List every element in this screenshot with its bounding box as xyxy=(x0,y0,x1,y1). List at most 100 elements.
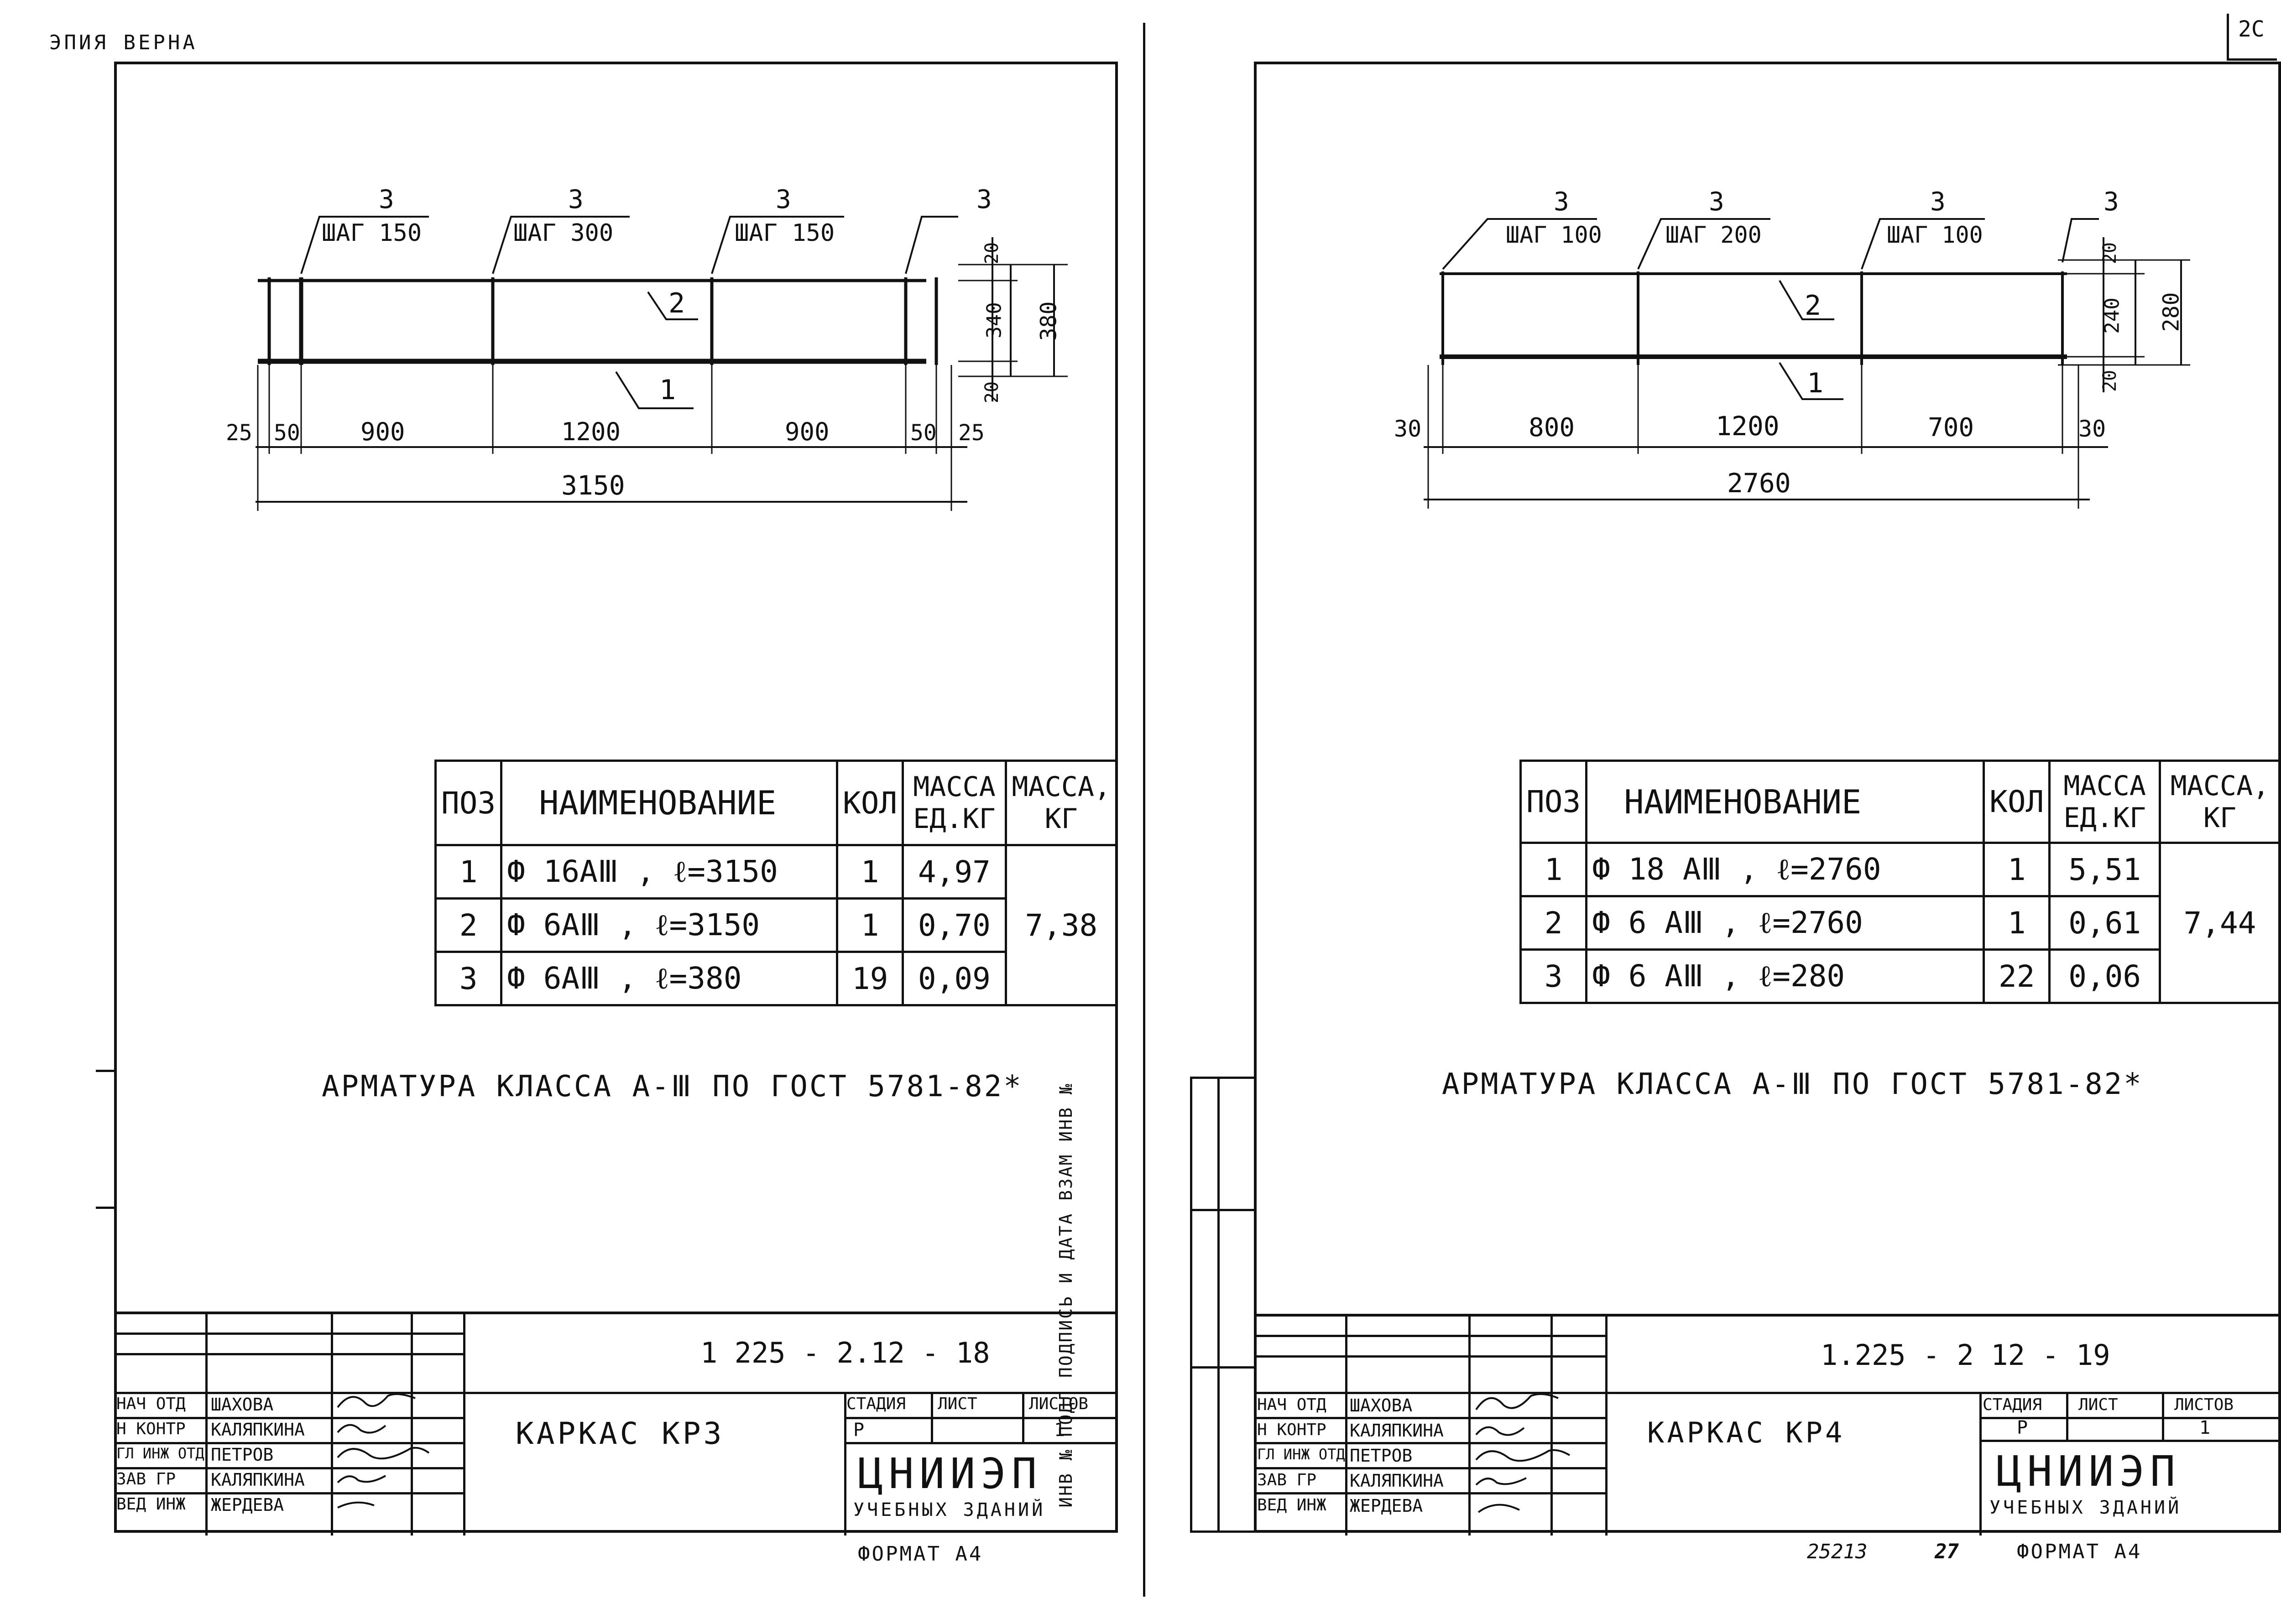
right-role-3: ГЛ ИНЖ ОТД xyxy=(1257,1446,1345,1463)
left-spec-table: ПОЗ НАИМЕНОВАНИЕ КОЛ МАССА ЕД.КГ МАССА, … xyxy=(434,760,1118,1006)
spec-total-mass: 7,38 xyxy=(1004,844,1118,1006)
right-stage-value: Р xyxy=(2017,1417,2028,1438)
spec-name: Ф 16АⅢ , ℓ=3150 xyxy=(500,844,838,900)
left-org-sub: УЧЕБНЫХ ЗДАНИЙ xyxy=(853,1499,1046,1520)
left-format-label: ФОРМАТ А4 xyxy=(858,1542,983,1566)
left-dim-b-3: 900 xyxy=(360,417,405,446)
right-total-length: 2760 xyxy=(1727,468,1791,499)
spec-name: Ф 6 АⅢ , ℓ=280 xyxy=(1585,948,1985,1004)
col-mass: МАССА, КГ xyxy=(2158,760,2281,844)
right-stirrup-4-num: 3 xyxy=(2104,187,2119,217)
col-qty: КОЛ xyxy=(1983,760,2051,844)
right-name-2: КАЛЯПКИНА xyxy=(1350,1421,1444,1441)
left-doc-code: 1 225 - 2.12 - 18 xyxy=(700,1336,990,1369)
spec-unit-mass: 5,51 xyxy=(2048,842,2161,897)
left-dim-b-4: 1200 xyxy=(561,417,621,446)
right-col-sheet: ЛИСТ xyxy=(2078,1395,2118,1414)
right-stirrup-3-num: 3 xyxy=(1930,187,1946,217)
left-stirrup-2-step: ШАГ 300 xyxy=(513,219,614,247)
right-stirrup-3-step: ШАГ 100 xyxy=(1887,222,1983,248)
left-col-sheet: ЛИСТ xyxy=(938,1395,977,1413)
right-org-name: ЦНИИЭП xyxy=(1996,1447,2181,1496)
right-stirrup-2-step: ШАГ 200 xyxy=(1665,222,1762,248)
right-pos-1-label: 1 xyxy=(1807,367,1824,399)
right-stirrup-1-step: ШАГ 100 xyxy=(1506,222,1602,248)
stamp-copy-correct: ЭПИЯ ВЕРНА xyxy=(49,31,198,54)
spec-row: 3 Ф 6АⅢ , ℓ=380 19 0,09 xyxy=(434,951,1117,1006)
spec-name: Ф 6АⅢ , ℓ=380 xyxy=(500,951,838,1006)
right-order-number: 25213 xyxy=(1807,1540,1868,1563)
right-name-1: ШАХОВА xyxy=(1350,1395,1413,1416)
left-stirrup-3-num: 3 xyxy=(776,185,791,214)
col-qty: КОЛ xyxy=(835,760,904,846)
left-role-5: ВЕД ИНЖ xyxy=(116,1495,186,1514)
left-sheet-title: КАРКАС КРЗ xyxy=(516,1416,725,1451)
col-mass: МАССА, КГ xyxy=(1004,760,1118,846)
left-org-name: ЦНИИЭП xyxy=(858,1449,1043,1498)
page-number: 2С xyxy=(2238,16,2265,42)
spec-pos: 2 xyxy=(1519,895,1588,951)
spec-unit-mass: 0,09 xyxy=(902,951,1007,1006)
spec-unit-mass: 0,61 xyxy=(2048,895,2161,951)
spec-pos: 3 xyxy=(434,951,503,1006)
spec-qty: 19 xyxy=(835,951,904,1006)
col-unit-mass: МАССА ЕД.КГ xyxy=(902,760,1007,846)
right-col-sheets: ЛИСТОВ xyxy=(2174,1395,2234,1414)
spec-unit-mass: 0,70 xyxy=(902,897,1007,953)
left-dim-b-7: 25 xyxy=(958,420,985,446)
side-stamp-strip xyxy=(1190,1077,1254,1533)
spec-header-row: ПОЗ НАИМЕНОВАНИЕ КОЛ МАССА ЕД.КГ МАССА, … xyxy=(434,760,1118,846)
sheet-separator xyxy=(1143,23,1145,1597)
right-rebar-note: АРМАТУРА КЛАССА А-Ⅲ ПО ГОСТ 5781-82* xyxy=(1442,1067,2143,1101)
spec-unit-mass: 0,06 xyxy=(2048,948,2161,1004)
left-stirrup-1-num: 3 xyxy=(379,185,394,214)
right-role-1: НАЧ ОТД xyxy=(1257,1395,1326,1414)
left-role-1: НАЧ ОТД xyxy=(116,1395,186,1413)
spec-row: 3 Ф 6 АⅢ , ℓ=280 22 0,06 xyxy=(1519,948,2280,1004)
right-role-2: Н КОНТР xyxy=(1257,1421,1326,1439)
right-dim-b-5: 30 xyxy=(2078,416,2106,442)
spec-unit-mass: 4,97 xyxy=(902,844,1007,900)
right-spec-table: ПОЗ НАИМЕНОВАНИЕ КОЛ МАССА ЕД.КГ МАССА, … xyxy=(1519,760,2281,1004)
left-dim-b-2: 50 xyxy=(274,420,300,446)
right-dim-b-3: 1200 xyxy=(1716,411,1780,442)
left-dim-b-5: 900 xyxy=(785,417,830,446)
right-org-sub: УЧЕБНЫХ ЗДАНИЙ xyxy=(1989,1497,2182,1518)
spec-pos: 2 xyxy=(434,897,503,953)
spec-header-row: ПОЗ НАИМЕНОВАНИЕ КОЛ МАССА ЕД.КГ МАССА, … xyxy=(1519,760,2281,844)
col-pos: ПОЗ xyxy=(434,760,503,846)
right-order-extra: 27 xyxy=(1935,1540,1959,1563)
col-name: НАИМЕНОВАНИЕ xyxy=(1585,760,1985,844)
left-dim-b-6: 50 xyxy=(910,420,937,446)
right-name-3: ПЕТРОВ xyxy=(1350,1446,1413,1466)
left-name-1: ШАХОВА xyxy=(211,1395,274,1415)
spec-qty: 1 xyxy=(835,844,904,900)
left-sheets-value: 1 xyxy=(1054,1420,1065,1441)
left-pos-1-label: 1 xyxy=(659,374,676,406)
left-title-block xyxy=(114,1312,1118,1536)
spec-pos: 3 xyxy=(1519,948,1588,1004)
spec-name: Ф 18 АⅢ , ℓ=2760 xyxy=(1585,842,1985,897)
right-pos-2-label: 2 xyxy=(1805,290,1822,322)
right-title-block xyxy=(1254,1314,2281,1536)
spec-row: 2 Ф 6АⅢ , ℓ=3150 1 0,70 xyxy=(434,897,1117,953)
spec-row: 2 Ф 6 АⅢ , ℓ=2760 1 0,61 xyxy=(1519,895,2280,951)
col-name: НАИМЕНОВАНИЕ xyxy=(500,760,838,846)
left-role-2: Н КОНТР xyxy=(116,1420,186,1438)
right-name-4: КАЛЯПКИНА xyxy=(1350,1471,1444,1491)
spec-qty: 1 xyxy=(835,897,904,953)
spec-pos: 1 xyxy=(1519,842,1588,897)
left-stirrup-3-step: ШАГ 150 xyxy=(735,219,835,247)
spec-row: 1 Ф 18 АⅢ , ℓ=2760 1 5,51 7,44 xyxy=(1519,842,2281,1004)
spec-qty: 22 xyxy=(1983,948,2051,1004)
right-role-5: ВЕД ИНЖ xyxy=(1257,1496,1326,1515)
right-doc-code: 1.225 - 2 12 - 19 xyxy=(1821,1338,2110,1372)
right-role-4: ЗАВ ГР xyxy=(1257,1471,1317,1489)
left-name-4: КАЛЯПКИНА xyxy=(211,1470,305,1490)
right-format-label: ФОРМАТ А4 xyxy=(2017,1540,2142,1563)
left-total-length: 3150 xyxy=(561,470,625,501)
left-role-3: ГЛ ИНЖ ОТД xyxy=(116,1445,204,1462)
